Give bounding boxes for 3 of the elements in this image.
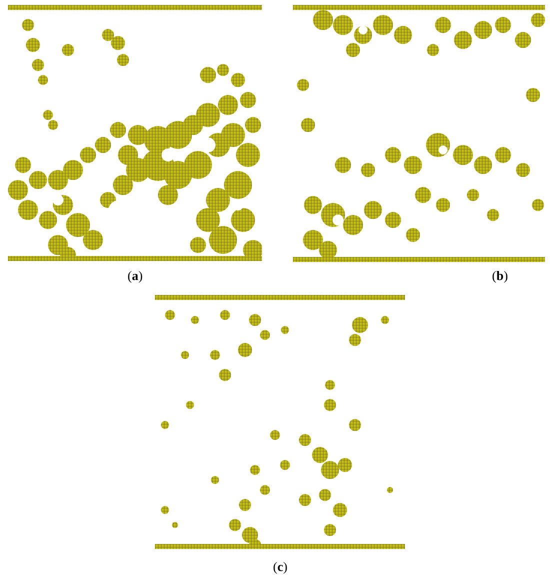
panel-label: (b) <box>492 268 508 284</box>
panel-label: (c) <box>273 559 288 575</box>
panel-label: (a) <box>128 268 143 284</box>
